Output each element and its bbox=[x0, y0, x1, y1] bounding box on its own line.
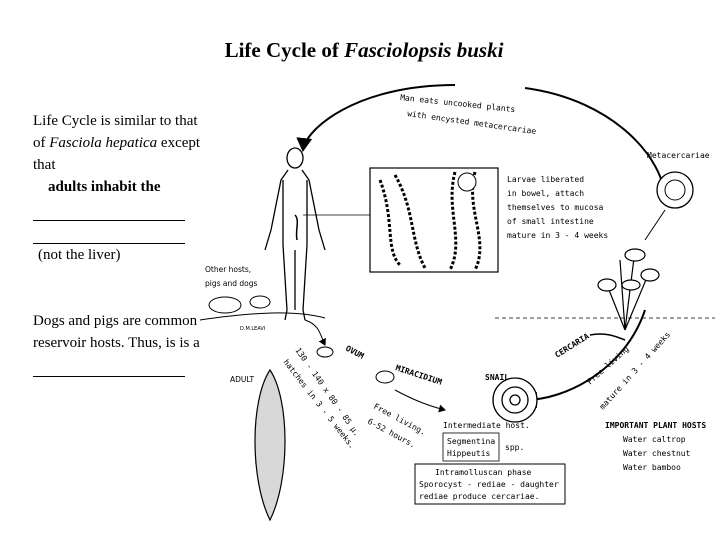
artist-signature: D.M.LEAVI bbox=[240, 326, 265, 332]
other-hosts-line-2: pigs and dogs bbox=[205, 279, 258, 288]
pig-and-dog-icon bbox=[208, 295, 271, 314]
cercaria-free-2: mature in 3 - 4 weeks bbox=[598, 330, 672, 411]
fill-blank-2 bbox=[33, 221, 185, 244]
genus-hippeutis: Hippeutis bbox=[447, 449, 491, 458]
larvae-line-3: themselves to mucosa bbox=[507, 203, 604, 212]
side-text-genus: Fasciola hepatica bbox=[49, 135, 158, 151]
intestine-inset bbox=[369, 167, 499, 273]
side-text-bold: adults inhabit the bbox=[48, 179, 161, 195]
intermediate-host: Intermediate host. bbox=[443, 421, 530, 430]
adult-label: ADULT bbox=[230, 375, 255, 384]
ovum-label: OVUM bbox=[344, 344, 365, 361]
plant-hosts-title: IMPORTANT PLANT HOSTS bbox=[605, 421, 706, 430]
larvae-line-2: in bowel, attach bbox=[507, 189, 584, 198]
human-figure-icon bbox=[264, 147, 326, 321]
genus-segmentina: Segmentina bbox=[447, 437, 495, 446]
life-cycle-diagram: Man eats uncooked plants with encysted m… bbox=[199, 84, 715, 522]
plant-host-1: Water caltrop bbox=[623, 435, 686, 444]
miracidium-icon bbox=[375, 370, 395, 384]
water-plant-icon bbox=[597, 248, 660, 331]
man-eats-line-2: with encysted metacercariae bbox=[407, 109, 537, 136]
metacercariae-label: Metacercariae bbox=[647, 151, 710, 160]
page-title: Life Cycle of Fasciolopsis buski bbox=[0, 38, 728, 63]
spp-label: spp. bbox=[505, 443, 524, 452]
title-prefix: Life Cycle of bbox=[224, 38, 345, 62]
intramolluscan-1: Intramolluscan phase bbox=[435, 468, 532, 477]
larvae-line-4: of small intestine bbox=[507, 217, 594, 226]
larvae-line-1: Larvae liberated bbox=[507, 175, 584, 184]
snail-icon bbox=[492, 377, 538, 423]
miracidium-label: MIRACIDIUM bbox=[394, 363, 443, 386]
fill-blank-1 bbox=[33, 198, 185, 221]
intramolluscan-2: Sporocyst - rediae - daughter bbox=[419, 480, 559, 489]
cycle-arc-top bbox=[296, 84, 456, 152]
side-notes: Life Cycle is similar to that of Fasciol… bbox=[33, 110, 203, 377]
cycle-arc-lower bbox=[523, 309, 646, 408]
ovum-icon bbox=[316, 346, 334, 358]
snail-label: SNAIL bbox=[485, 373, 509, 382]
other-hosts-line-1: Other hosts, bbox=[205, 265, 251, 274]
side-paren: (not the liver) bbox=[38, 247, 121, 263]
side-text-a: Life Cycle is similar to that of bbox=[33, 113, 198, 151]
adult-fluke-icon bbox=[254, 368, 286, 522]
intramolluscan-box bbox=[414, 463, 566, 505]
plant-host-3: Water bamboo bbox=[623, 463, 681, 472]
intramolluscan-3: rediae produce cercariae. bbox=[419, 492, 539, 501]
side-paragraph-2: Dogs and pigs are common reservoir hosts… bbox=[33, 313, 200, 351]
cercaria-icon bbox=[589, 333, 626, 341]
larvae-line-5: mature in 3 - 4 weeks bbox=[507, 231, 608, 240]
spacer bbox=[33, 266, 203, 310]
fill-blank-3 bbox=[33, 354, 185, 377]
cercaria-label: CERCARIA bbox=[553, 332, 591, 360]
title-species: Fasciolopsis buski bbox=[344, 38, 504, 62]
side-text-b: except that bbox=[33, 135, 201, 173]
ovum-size-1: 130 - 140 x 80 - 85 µ. bbox=[293, 346, 361, 438]
side-paragraph-1: Life Cycle is similar to that of Fasciol… bbox=[33, 110, 203, 198]
plant-host-2: Water chestnut bbox=[623, 449, 691, 458]
